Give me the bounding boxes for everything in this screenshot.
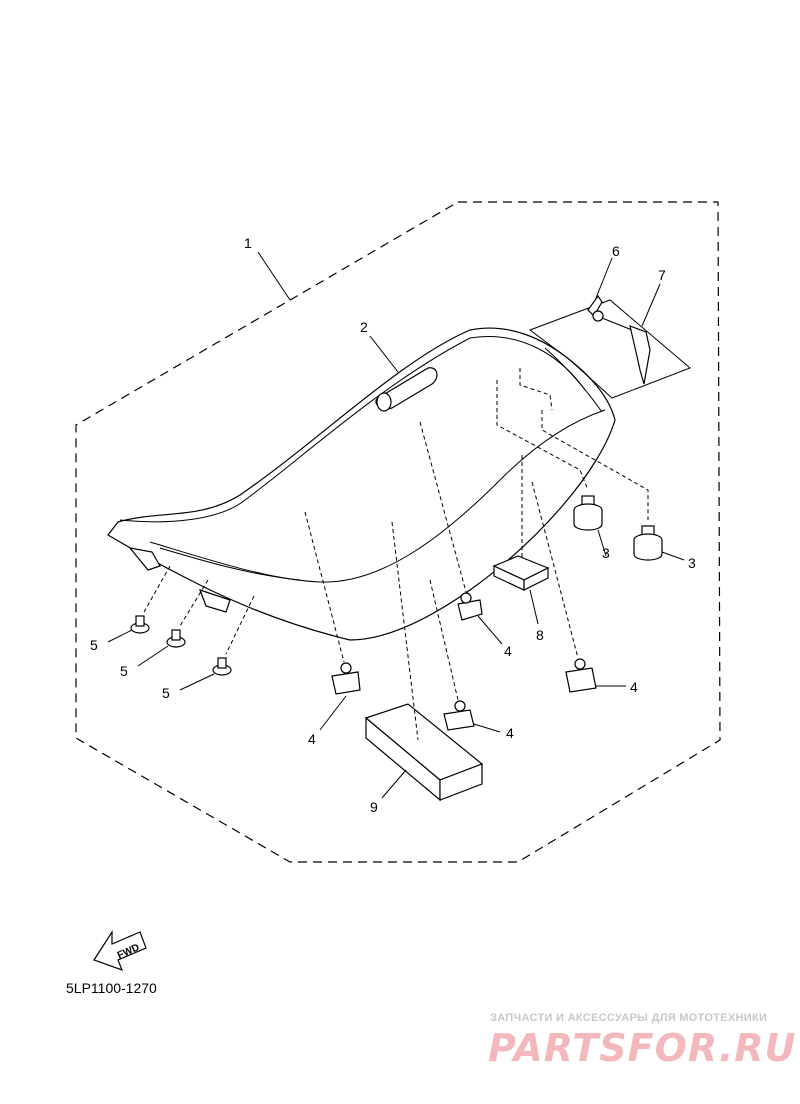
- leader-lines: [107, 251, 685, 799]
- callout-4d: 4: [630, 679, 638, 695]
- assembly-boundary: [75, 201, 721, 863]
- callout-4c: 4: [506, 725, 514, 741]
- seat-body: [107, 327, 616, 641]
- seat-hook-part-6-7: [528, 294, 691, 399]
- emblem-part-2: [375, 367, 438, 412]
- callout-7: 7: [658, 267, 666, 283]
- clip-part-4b: [331, 662, 361, 695]
- clip-part-4c: [443, 700, 475, 731]
- clip-part-4a: [457, 592, 483, 621]
- callout-6: 6: [612, 243, 620, 259]
- damper-part-9: [364, 703, 484, 802]
- callout-1: 1: [244, 235, 252, 251]
- screw-part-5b: [166, 629, 186, 648]
- fwd-arrow-icon: FWD: [93, 929, 147, 972]
- callout-4a: 4: [504, 643, 512, 659]
- assembly-lines: [143, 368, 649, 741]
- callout-5c: 5: [162, 685, 170, 701]
- bushing-part-3b: [633, 525, 663, 561]
- bushing-part-3a: [573, 495, 603, 531]
- screw-part-5c: [212, 657, 232, 676]
- damper-part-8: [492, 555, 550, 591]
- callout-9: 9: [370, 799, 378, 815]
- diagram-code: 5LP1100-1270: [66, 980, 157, 996]
- callout-5b: 5: [120, 663, 128, 679]
- callout-2: 2: [360, 319, 368, 335]
- screw-part-5a: [130, 615, 150, 634]
- watermark-logo: PARTSFOR.RU: [488, 1026, 797, 1070]
- callout-4b: 4: [308, 731, 316, 747]
- callout-3b: 3: [688, 555, 696, 571]
- watermark-tagline: ЗАПЧАСТИ И АКСЕССУАРЫ ДЛЯ МОТОТЕХНИКИ: [490, 1012, 768, 1024]
- callout-3a: 3: [602, 545, 610, 561]
- clip-part-4d: [565, 658, 597, 693]
- callout-8: 8: [536, 627, 544, 643]
- callout-5a: 5: [90, 637, 98, 653]
